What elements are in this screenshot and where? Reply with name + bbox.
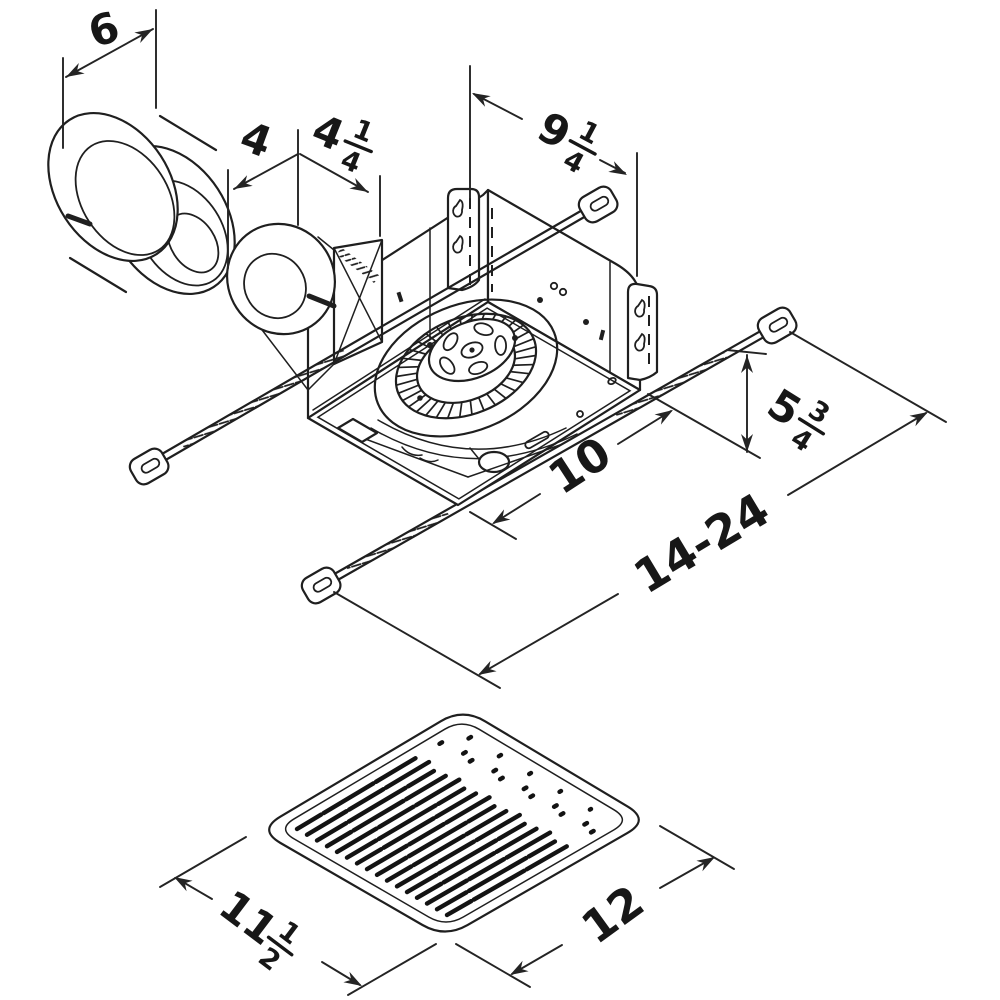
mounting-strap <box>359 436 469 478</box>
reducer-body-edge-top <box>158 114 218 152</box>
dim-line-14-24 <box>787 412 927 496</box>
pan-hole <box>417 395 423 401</box>
pan-hole <box>607 376 617 386</box>
blower-scroll <box>373 298 559 438</box>
reducer-tab <box>65 213 93 227</box>
dim-line-6 <box>65 28 154 78</box>
wire <box>401 446 423 457</box>
funnel-edge <box>317 236 335 251</box>
dim-label-housing-depth: 5 3 4 <box>759 379 835 459</box>
hanger-bracket <box>756 306 798 345</box>
dimension-lines <box>62 9 947 996</box>
duct-reducer <box>47 111 236 296</box>
hanger-bar-lower <box>300 306 798 605</box>
hanger-bracket <box>577 185 619 224</box>
hanger-bar-upper <box>128 185 619 486</box>
grille-louvers <box>294 728 614 918</box>
damper-hatch <box>336 248 380 283</box>
keyhole-slot <box>634 332 646 352</box>
hub-spoke-cutouts <box>439 322 507 376</box>
hanger-bar-hatch <box>345 509 451 574</box>
svg-text:4: 4 <box>558 144 589 180</box>
keyhole-slot <box>634 298 646 318</box>
dim-label-hanger-span: 14-24 <box>625 482 779 604</box>
pan-slot <box>524 430 550 450</box>
hub-screw <box>512 335 518 341</box>
motor-detail <box>336 376 617 478</box>
reducer-front-ring <box>47 111 179 263</box>
reducer-body-edge-bottom <box>68 256 128 294</box>
funnel-edge <box>255 321 335 392</box>
duct-collar-opening <box>243 252 307 320</box>
dimension-arrowheads <box>66 29 928 986</box>
hub-center <box>460 341 484 359</box>
mounting-flange-right <box>626 282 659 382</box>
keyhole-slot <box>452 198 464 218</box>
pan-hole <box>576 410 584 418</box>
junction-box <box>336 417 379 444</box>
hanger-bracket <box>128 447 170 486</box>
dim-label-grille-width: 11 1 2 <box>210 880 306 977</box>
keyhole-slot <box>452 234 464 254</box>
motor-hub <box>477 450 511 474</box>
dim-label-duct-offset: 4 1 4 <box>305 104 377 180</box>
dim-label-grille-length: 12 <box>572 875 654 955</box>
hanger-bar-hatch <box>614 351 728 421</box>
dim-line-14-24 <box>479 593 619 675</box>
dim-line-4-1-4 <box>299 153 369 193</box>
hub-screw <box>427 342 433 348</box>
grille-inner-border <box>284 723 624 923</box>
mounting-strap <box>467 444 561 478</box>
blower-wheel <box>370 298 578 460</box>
hanger-bar-hatch <box>180 348 347 450</box>
dim-label-reducer-diameter: 6 <box>82 2 125 58</box>
plate-brace <box>333 247 383 343</box>
plate-brace <box>333 239 383 365</box>
wire <box>419 457 439 463</box>
dim-label-duct-diameter: 4 <box>234 112 278 168</box>
hub-bolt <box>469 347 475 353</box>
scroll-wrap <box>370 427 578 460</box>
dim-label-housing-width: 9 1 4 <box>530 102 605 180</box>
mounting-flange-left <box>446 187 493 292</box>
damper-handle <box>306 293 337 309</box>
hanger-bracket <box>300 566 342 605</box>
grille-cover <box>268 713 640 933</box>
svg-text:4: 4 <box>336 144 365 180</box>
